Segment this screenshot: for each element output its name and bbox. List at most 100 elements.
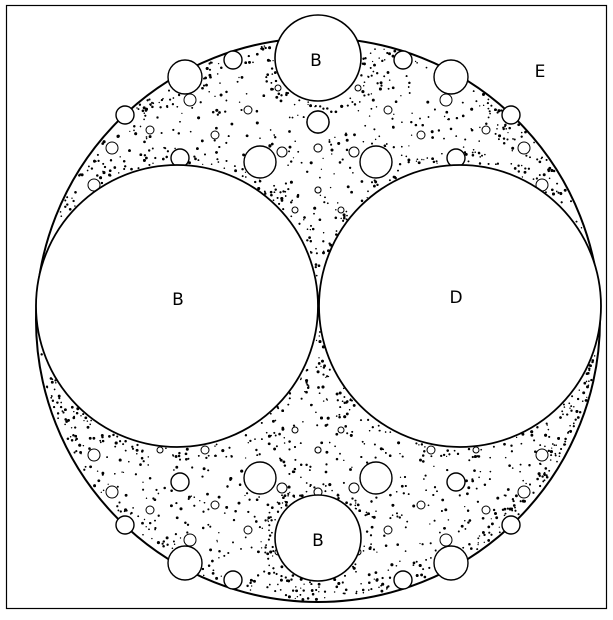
dust-dot (408, 86, 410, 88)
dust-dot (505, 457, 507, 459)
small-circle (315, 187, 321, 193)
dust-dot (269, 584, 271, 586)
dust-dot (559, 456, 560, 457)
dust-dot (342, 581, 344, 583)
dust-dot (441, 153, 442, 154)
dust-dot (354, 500, 356, 502)
dust-dot (284, 464, 286, 466)
dust-dot (351, 467, 352, 468)
dust-dot (71, 427, 72, 428)
dust-dot (366, 462, 368, 464)
dust-dot (317, 386, 320, 389)
dust-dot (280, 100, 283, 103)
dust-dot (74, 191, 77, 194)
dust-dot (287, 493, 289, 495)
dust-dot (415, 61, 416, 62)
dust-dot (421, 443, 423, 445)
dust-dot (246, 134, 249, 137)
small-circle (502, 106, 520, 124)
dust-dot (378, 587, 380, 589)
dust-dot (175, 502, 177, 504)
dust-dot (305, 464, 307, 466)
dust-dot (185, 458, 188, 461)
dust-dot (408, 161, 410, 163)
dust-dot (259, 137, 261, 139)
dust-dot (64, 408, 67, 411)
dust-dot (266, 552, 269, 555)
dust-dot (284, 442, 286, 444)
dust-dot (325, 471, 328, 474)
dust-dot (62, 411, 64, 413)
dust-dot (546, 423, 548, 425)
dust-dot (379, 136, 381, 138)
dust-dot (291, 200, 293, 202)
dust-dot (355, 571, 357, 573)
dust-dot (246, 93, 248, 95)
dust-dot (74, 427, 76, 429)
dust-dot (148, 149, 150, 151)
dust-dot (399, 163, 401, 165)
dust-dot (137, 515, 139, 517)
dust-dot (577, 416, 580, 419)
dust-dot (125, 450, 127, 452)
dust-dot (93, 437, 96, 440)
dust-dot (428, 505, 430, 507)
dust-dot (246, 585, 248, 587)
dust-dot (512, 467, 514, 469)
dust-dot (318, 583, 321, 586)
dust-dot (459, 494, 461, 496)
label-outside: E (535, 62, 546, 82)
dust-dot (267, 516, 270, 519)
dust-dot (505, 128, 506, 129)
small-circle (244, 462, 276, 494)
dust-dot (305, 391, 308, 394)
dust-dot (57, 417, 59, 419)
dust-dot (380, 81, 383, 84)
dust-dot (512, 498, 514, 500)
dust-dot (202, 527, 204, 529)
dust-dot (517, 123, 520, 126)
dust-dot (422, 568, 424, 570)
dust-dot (124, 508, 127, 511)
dust-dot (202, 164, 203, 165)
dust-dot (275, 435, 277, 437)
dust-dot (316, 252, 318, 254)
dust-dot (275, 80, 277, 82)
dust-dot (275, 96, 278, 99)
dust-dot (203, 467, 206, 470)
dust-dot (269, 60, 271, 62)
dust-dot (489, 457, 491, 459)
dust-dot (187, 524, 189, 526)
dust-dot (143, 141, 146, 144)
dust-dot (218, 557, 220, 559)
dust-dot (269, 551, 272, 554)
dust-dot (161, 132, 163, 134)
dust-dot (280, 575, 282, 577)
dust-dot (322, 374, 324, 376)
dust-dot (319, 218, 322, 221)
dust-dot (249, 440, 251, 442)
dust-dot (174, 544, 175, 545)
dust-dot (416, 574, 419, 577)
dust-dot (508, 464, 511, 467)
dust-dot (117, 509, 119, 511)
dust-dot (550, 454, 552, 456)
dust-dot (316, 275, 318, 277)
dust-dot (247, 511, 249, 513)
dust-dot (367, 419, 369, 421)
dust-dot (466, 492, 469, 495)
dust-dot (445, 111, 448, 114)
dust-dot (478, 140, 479, 141)
dust-dot (306, 239, 308, 241)
dust-dot (570, 431, 572, 433)
dust-dot (154, 527, 156, 529)
small-circle (201, 446, 209, 454)
dust-dot (415, 442, 417, 444)
dust-dot (318, 357, 319, 358)
dust-dot (275, 420, 277, 422)
dust-dot (405, 526, 407, 528)
dust-dot (359, 101, 361, 103)
dust-dot (237, 81, 239, 83)
dust-dot (388, 52, 391, 55)
dust-dot (256, 121, 259, 124)
